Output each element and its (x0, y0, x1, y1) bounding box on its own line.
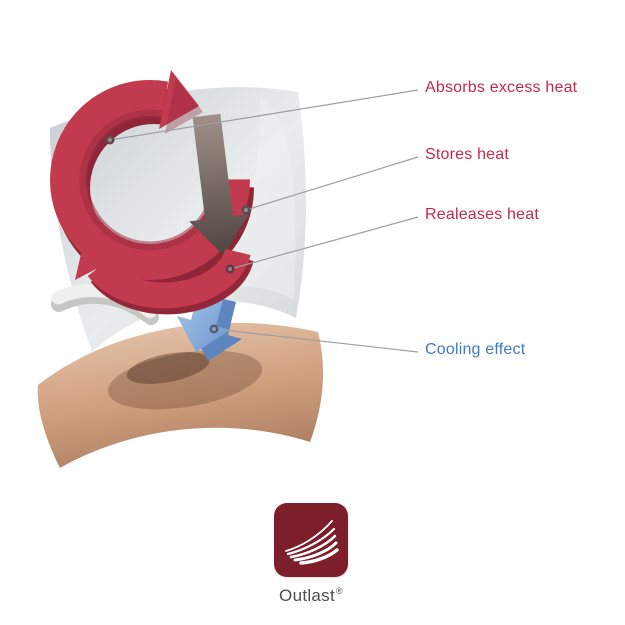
outlast-logo-text: Outlast® (261, 586, 361, 606)
brand-name: Outlast (279, 586, 336, 605)
label-cooling-effect: Cooling effect (425, 341, 526, 358)
label-absorbs-excess-heat: Absorbs excess heat (425, 79, 578, 96)
outlast-logo: Outlast® (261, 503, 361, 606)
leader-line-stores (245, 156, 419, 211)
arrow-shadow (107, 350, 263, 410)
outlast-logo-box (274, 503, 348, 577)
label-stores-heat: Stores heat (425, 146, 510, 163)
releases-heat-arrowhead (75, 241, 121, 280)
heat-cycle-ring (50, 70, 254, 288)
registered-mark: ® (336, 586, 343, 597)
outlast-swoosh-icon (285, 520, 339, 565)
callout-dots (105, 135, 251, 334)
stores-heat-arrow (189, 113, 249, 256)
leader-lines (109, 89, 419, 353)
label-releases-heat: Realeases heat (425, 206, 539, 223)
leader-line-absorbs (109, 89, 419, 141)
leader-line-cooling (213, 328, 419, 353)
heat-cycle-arrowhead (159, 70, 199, 129)
skin-layer (37, 322, 324, 468)
leader-line-releases (229, 216, 419, 270)
